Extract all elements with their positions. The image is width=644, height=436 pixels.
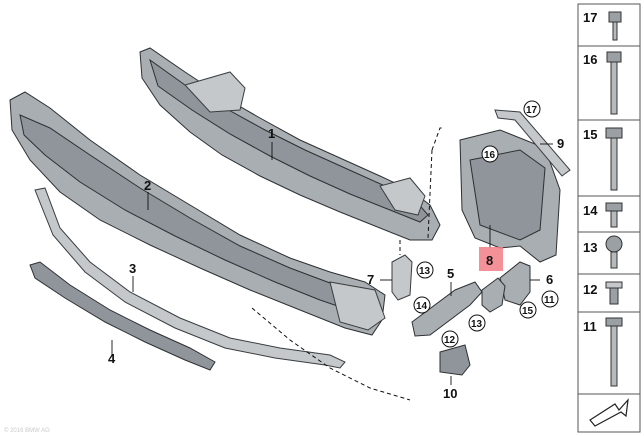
fastener-11-label: 11 — [583, 319, 597, 334]
fastener-15-label: 15 — [583, 127, 597, 142]
svg-text:17: 17 — [526, 105, 538, 116]
side-fastener-panel: 17 16 15 14 13 — [577, 3, 641, 433]
fastener-box-14[interactable] — [577, 195, 641, 233]
direction-arrow-icon — [589, 398, 629, 427]
grille-strip-part[interactable] — [29, 261, 216, 371]
clip-12-icon — [605, 281, 623, 305]
dashed-reference-line — [251, 307, 411, 401]
foam-absorber-part[interactable] — [9, 91, 386, 336]
svg-text:15: 15 — [522, 306, 534, 317]
nut-17-icon — [608, 11, 622, 41]
circled-callout-13a[interactable]: 13 — [416, 261, 434, 279]
bracket-5-part[interactable] — [411, 281, 483, 337]
bracket-8-part[interactable] — [481, 277, 506, 313]
svg-text:14: 14 — [416, 301, 428, 312]
fastener-12-label: 12 — [583, 282, 597, 297]
nut-13-icon — [605, 235, 623, 269]
callout-1-label[interactable]: 1 — [268, 126, 275, 141]
fastener-box-17[interactable] — [577, 3, 641, 47]
callout-10-label[interactable]: 10 — [443, 386, 457, 401]
callout-8-label[interactable]: 8 — [486, 253, 493, 268]
dashed-reference-line — [427, 127, 444, 239]
bracket-7-part[interactable] — [391, 254, 413, 301]
fastener-17-label: 17 — [583, 10, 597, 25]
fastener-13-label: 13 — [583, 240, 597, 255]
circled-callout-13b[interactable]: 13 — [468, 314, 486, 332]
svg-text:11: 11 — [544, 295, 555, 306]
svg-text:13: 13 — [471, 319, 483, 330]
callout-4-label[interactable]: 4 — [108, 351, 116, 366]
callout-9-label[interactable]: 9 — [557, 136, 564, 151]
callout-7-label[interactable]: 7 — [367, 272, 374, 287]
bracket-6-part[interactable] — [499, 261, 531, 306]
svg-text:16: 16 — [484, 150, 496, 161]
fastener-16-label: 16 — [583, 52, 597, 67]
bumper-carrier-part[interactable] — [139, 47, 441, 241]
screw-16-icon — [606, 51, 622, 115]
circled-callout-16[interactable]: 16 — [481, 145, 499, 163]
callout-3-label[interactable]: 3 — [129, 261, 136, 276]
trim-strip-part[interactable] — [34, 187, 346, 369]
fastener-14-label: 14 — [583, 203, 598, 218]
circled-callout-12[interactable]: 12 — [441, 330, 459, 348]
bolt-14-icon — [605, 202, 623, 228]
svg-text:12: 12 — [444, 335, 456, 346]
circled-callout-14[interactable]: 14 — [413, 296, 431, 314]
highlight-box-part-8 — [479, 247, 503, 271]
watermark-text: © 2016 BMW AG — [4, 427, 50, 434]
callout-5-label[interactable]: 5 — [447, 266, 454, 281]
callout-2-label[interactable]: 2 — [144, 178, 151, 193]
svg-text:13: 13 — [419, 266, 431, 277]
radiator-support-part[interactable] — [459, 109, 571, 263]
circled-callout-11[interactable]: 11 — [541, 290, 559, 308]
callout-6-label[interactable]: 6 — [546, 272, 553, 287]
bolt-15-icon — [605, 127, 623, 191]
fastener-box-12[interactable] — [577, 273, 641, 313]
clip-10-part[interactable] — [439, 344, 471, 376]
bolt-11-icon — [605, 317, 623, 387]
circled-callout-15[interactable]: 15 — [519, 301, 537, 319]
circled-callout-17[interactable]: 17 — [523, 100, 541, 118]
